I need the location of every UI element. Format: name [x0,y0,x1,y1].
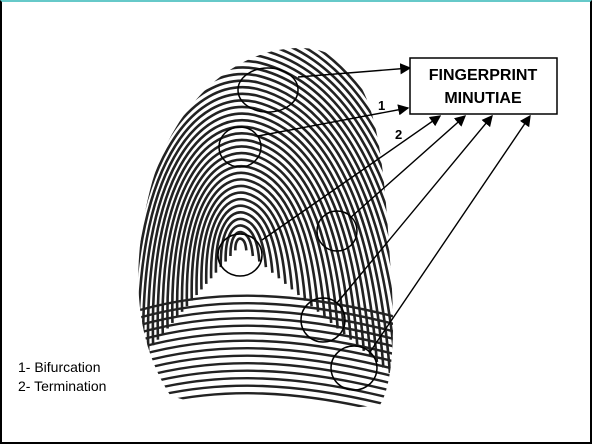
fingerprint-ridge [139,377,393,402]
minutia-circle-4 [316,210,358,252]
minutia-circle-3 [217,233,263,277]
legend: 1- Bifurcation 2- Termination [18,358,106,396]
fingerprint-ridge [234,237,248,251]
fingerprint-ridge [171,151,333,324]
fingerprint-ridge [138,105,379,363]
fingerprint-ridge [209,204,281,279]
minutia-circle-5 [300,297,346,343]
fingerprint-ridge [161,138,346,335]
title-line-2: MINUTIAE [444,90,522,107]
minutia-circle-1 [237,67,299,113]
fingerprint-ridge [180,164,320,312]
fingerprint-ridge [139,347,393,372]
fingerprint-ridge [146,118,366,351]
fingerprint-ridge [139,354,393,380]
fingerprint-ridge [175,158,326,318]
arrow-2 [257,104,410,137]
title-box [409,57,558,115]
fingerprint-ridge [139,302,393,327]
fingerprint-ridge [138,59,393,402]
arrow-3 [261,115,442,241]
fingerprint-ridge [139,324,393,350]
fingerprint-ridge [204,197,287,284]
fingerprint-ridge [214,211,274,273]
fingerprint-ridge [156,132,353,340]
arrow-6 [369,114,531,353]
fingerprint-ridge [151,125,359,346]
fingerprint-ridge [141,112,372,357]
fingerprint-ridge [139,332,393,357]
fingerprint-ridge [139,362,393,387]
fingerprint-ridge [200,191,294,290]
arrow-5 [336,114,493,304]
fingerprint-ridge [139,294,393,320]
fingerprint-ridge [138,79,393,385]
minutia-circles [217,67,378,391]
title-line-1: FINGERPRINT [429,67,538,84]
fingerprint-ridge [224,224,261,262]
fingerprint-ridge [138,53,393,407]
marker-1: 1 [378,98,385,113]
fingerprint-ridge [138,72,393,391]
fingerprint-ridge [185,171,313,307]
fingerprint-ridge [139,392,393,409]
arrow-1 [297,63,412,78]
fingerprint-ridge [139,384,393,409]
minutia-circle-2 [218,126,262,168]
fingerprint-ridge [138,99,385,368]
arrow-4 [349,115,467,219]
fingerprint-ridge [139,317,393,342]
fingerprint-ridge [139,339,393,365]
pointer-arrows [257,63,531,353]
marker-2: 2 [395,127,402,142]
legend-item-termination: 2- Termination [18,378,107,394]
minutia-circle-6 [330,345,378,391]
legend-item-bifurcation: 1- Bifurcation [18,359,101,375]
fingerprint-image [138,48,393,409]
fingerprint-ridge [166,145,340,329]
fingerprint-ridge [139,369,393,395]
fingerprint-ridge [195,184,300,296]
fingerprint-ridge [229,230,255,257]
fingerprint-ridge [139,309,393,335]
fingerprint-ridge [190,178,307,301]
